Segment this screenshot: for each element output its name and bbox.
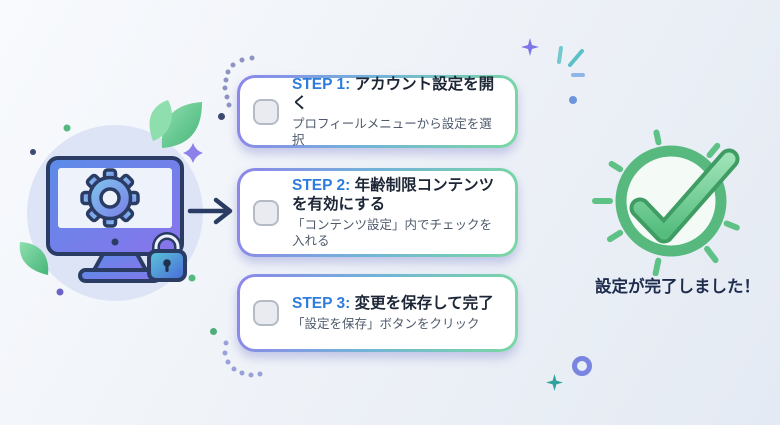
gear-icon — [80, 168, 140, 228]
ring-decoration — [572, 356, 592, 376]
step1-checkbox[interactable] — [253, 98, 279, 125]
dot-decoration — [63, 124, 71, 132]
dot-decoration — [569, 96, 577, 104]
step2-subtitle: 「コンテンツ設定」内でチェックを入れる — [292, 218, 493, 248]
leaf-icon — [19, 100, 202, 275]
step3-title-text: 変更を保存して完了 — [354, 294, 494, 312]
step3-title: STEP 3: 変更を保存して完了 — [292, 294, 494, 314]
step3-checkbox[interactable] — [253, 300, 279, 326]
step-card-3: STEP 3: 変更を保存して完了 「設定を保存」ボタンをクリック — [237, 274, 518, 352]
completion-message: 設定が完了しました！ — [595, 278, 760, 296]
lock-icon — [147, 232, 187, 282]
step-card-2: STEP 2: 年齢制限コンテンツを有効にする 「コンテンツ設定」内でチェックを… — [237, 168, 518, 257]
rays-decoration — [592, 129, 740, 276]
dot-decoration — [218, 113, 225, 120]
step1-label: STEP 1: — [292, 75, 351, 93]
step1-title: STEP 1: アカウント設定を開く — [292, 75, 502, 115]
dotted-arc-decoration — [222, 55, 255, 108]
step2-title-text: 年齢制限コンテンツを有効にする — [292, 176, 495, 214]
arrow-right-icon — [187, 197, 233, 225]
sparkle-icon — [183, 143, 203, 163]
sparkle-icon — [521, 38, 539, 56]
step2-checkbox[interactable] — [253, 199, 279, 226]
step2-title: STEP 2: 年齢制限コンテンツを有効にする — [292, 176, 502, 216]
step2-label: STEP 2: — [292, 176, 351, 194]
burst-decoration — [557, 46, 585, 77]
dot-decoration — [188, 274, 196, 282]
step1-subtitle: プロフィールメニューから設定を選択 — [292, 117, 492, 147]
dot-decoration — [30, 149, 36, 155]
step3-subtitle: 「設定を保存」ボタンをクリック — [292, 316, 480, 331]
dot-decoration — [210, 328, 217, 335]
step3-label: STEP 3: — [292, 294, 351, 312]
step1-title-text: アカウント設定を開く — [292, 75, 495, 113]
step-card-1: STEP 1: アカウント設定を開く プロフィールメニューから設定を選択 — [237, 75, 518, 148]
sparkle-icon — [546, 374, 563, 391]
dot-decoration — [56, 288, 64, 296]
dotted-arc-decoration — [222, 340, 263, 378]
check-circle-icon — [592, 129, 740, 276]
monitor-settings-illustration — [19, 100, 203, 301]
